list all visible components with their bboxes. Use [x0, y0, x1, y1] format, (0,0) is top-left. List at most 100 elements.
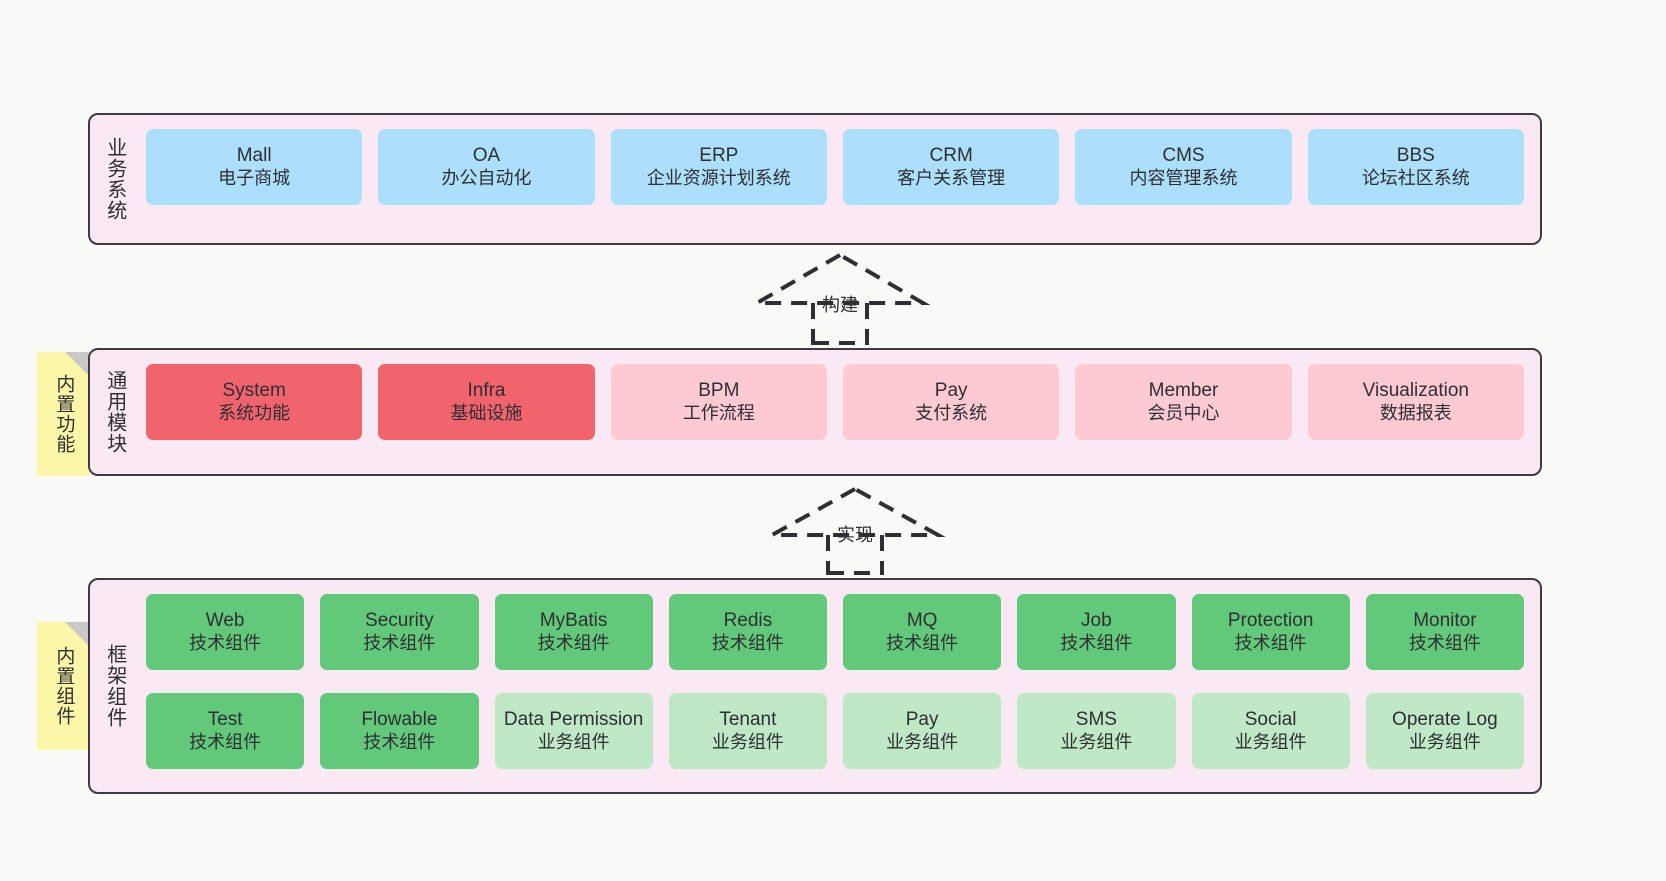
connector-build-label: 构建 — [822, 295, 858, 315]
node-subtitle: 技术组件 — [189, 632, 262, 653]
node-job[interactable]: Job 技术组件 — [1017, 594, 1176, 670]
sticky-note-label: 内置组件 — [53, 646, 75, 726]
node-subtitle: 基础设施 — [450, 402, 523, 423]
node-subtitle: 论坛社区系统 — [1361, 167, 1470, 188]
node-subtitle: 技术组件 — [363, 632, 436, 653]
node-title: Test — [207, 709, 243, 731]
node-subtitle: 系统功能 — [218, 402, 291, 423]
node-title: Infra — [467, 380, 506, 402]
layer-business-system: 业务系统 Mall 电子商城 OA 办公自动化 ERP 企业资源计划系统 CRM… — [88, 113, 1542, 245]
node-title: Mall — [236, 145, 272, 167]
node-mq[interactable]: MQ 技术组件 — [843, 594, 1002, 670]
sticky-note-builtin-component: 内置组件 — [37, 622, 89, 750]
node-bbs[interactable]: BBS 论坛社区系统 — [1307, 129, 1524, 205]
layer-business-caption: 业务系统 — [103, 137, 126, 221]
sticky-note-label: 内置功能 — [53, 374, 75, 454]
node-subtitle: 数据报表 — [1379, 402, 1452, 423]
node-title: CRM — [929, 145, 973, 167]
node-flowable[interactable]: Flowable 技术组件 — [320, 693, 479, 769]
node-subtitle: 客户关系管理 — [897, 167, 1006, 188]
connector-implement-label: 实现 — [837, 525, 873, 545]
layer-framework-caption: 框架组件 — [103, 644, 126, 728]
node-title: MQ — [906, 610, 938, 632]
common-node-grid: System 系统功能 Infra 基础设施 BPM 工作流程 Pay 支付系统… — [138, 350, 1540, 474]
sticky-note-builtin-function: 内置功能 — [37, 352, 89, 476]
node-protection[interactable]: Protection 技术组件 — [1191, 594, 1350, 670]
node-data-permission[interactable]: Data Permission 业务组件 — [494, 693, 653, 769]
node-cms[interactable]: CMS 内容管理系统 — [1075, 129, 1292, 205]
node-subtitle: 技术组件 — [711, 632, 784, 653]
node-subtitle: 技术组件 — [189, 731, 262, 752]
node-tenant[interactable]: Tenant 业务组件 — [668, 693, 827, 769]
node-title: CMS — [1162, 145, 1205, 167]
node-subtitle: 业务组件 — [711, 731, 784, 752]
node-title: Visualization — [1362, 380, 1469, 402]
node-web[interactable]: Web 技术组件 — [146, 594, 305, 670]
node-subtitle: 内容管理系统 — [1129, 167, 1238, 188]
node-title: SMS — [1075, 709, 1117, 731]
business-node-grid: Mall 电子商城 OA 办公自动化 ERP 企业资源计划系统 CRM 客户关系… — [138, 115, 1540, 243]
node-title: Job — [1081, 610, 1112, 632]
node-title: BBS — [1396, 145, 1435, 167]
node-erp[interactable]: ERP 企业资源计划系统 — [610, 129, 827, 205]
node-subtitle: 办公自动化 — [441, 167, 532, 188]
connector-build-arrow: 构建 — [747, 252, 933, 345]
node-subtitle: 业务组件 — [1234, 731, 1307, 752]
node-subtitle: 技术组件 — [1408, 632, 1481, 653]
layer-common-caption: 通用模块 — [103, 370, 126, 454]
node-security[interactable]: Security 技术组件 — [320, 594, 479, 670]
node-member[interactable]: Member 会员中心 — [1075, 364, 1292, 440]
node-subtitle: 技术组件 — [537, 632, 610, 653]
node-title: Pay — [934, 380, 968, 402]
node-title: Monitor — [1413, 610, 1477, 632]
node-title: Social — [1244, 709, 1297, 731]
node-subtitle: 业务组件 — [1408, 731, 1481, 752]
node-subtitle: 业务组件 — [1060, 731, 1133, 752]
node-subtitle: 技术组件 — [886, 632, 959, 653]
node-oa[interactable]: OA 办公自动化 — [378, 129, 595, 205]
node-pay-module[interactable]: Pay 支付系统 — [842, 364, 1060, 440]
node-visualization[interactable]: Visualization 数据报表 — [1307, 364, 1524, 440]
node-subtitle: 企业资源计划系统 — [646, 167, 791, 188]
node-title: Member — [1148, 380, 1219, 402]
layer-common-module: 通用模块 System 系统功能 Infra 基础设施 BPM 工作流程 Pay… — [88, 348, 1542, 476]
node-mall[interactable]: Mall 电子商城 — [146, 129, 363, 205]
node-bpm[interactable]: BPM 工作流程 — [610, 364, 827, 440]
node-title: Operate Log — [1392, 709, 1498, 731]
node-sms[interactable]: SMS 业务组件 — [1017, 693, 1176, 769]
node-test[interactable]: Test 技术组件 — [146, 693, 305, 769]
node-subtitle: 业务组件 — [537, 731, 610, 752]
node-subtitle: 电子商城 — [218, 167, 291, 188]
node-title: Protection — [1227, 610, 1314, 632]
node-infra[interactable]: Infra 基础设施 — [378, 364, 595, 440]
node-title: Web — [205, 610, 245, 632]
node-title: Redis — [723, 610, 773, 632]
node-operate-log[interactable]: Operate Log 业务组件 — [1365, 693, 1524, 769]
node-subtitle: 会员中心 — [1147, 402, 1220, 423]
node-title: MyBatis — [539, 610, 608, 632]
node-system[interactable]: System 系统功能 — [146, 364, 363, 440]
node-subtitle: 技术组件 — [363, 731, 436, 752]
node-title: Pay — [905, 709, 939, 731]
framework-node-grid: Web 技术组件 Security 技术组件 MyBatis 技术组件 Redi… — [138, 580, 1540, 792]
connector-implement-arrow: 实现 — [762, 486, 948, 575]
node-subtitle: 支付系统 — [915, 402, 988, 423]
node-monitor[interactable]: Monitor 技术组件 — [1365, 594, 1524, 670]
node-title: Security — [365, 610, 434, 632]
node-title: Flowable — [361, 709, 438, 731]
node-subtitle: 技术组件 — [1234, 632, 1307, 653]
node-crm[interactable]: CRM 客户关系管理 — [842, 129, 1060, 205]
node-redis[interactable]: Redis 技术组件 — [668, 594, 827, 670]
node-title: OA — [472, 145, 501, 167]
node-title: Data Permission — [503, 709, 644, 731]
node-subtitle: 业务组件 — [886, 731, 959, 752]
node-mybatis[interactable]: MyBatis 技术组件 — [494, 594, 653, 670]
layer-framework-component: 框架组件 Web 技术组件 Security 技术组件 MyBatis 技术组件… — [88, 578, 1542, 794]
node-pay-component[interactable]: Pay 业务组件 — [843, 693, 1002, 769]
node-title: ERP — [699, 145, 739, 167]
node-subtitle: 技术组件 — [1060, 632, 1133, 653]
node-title: BPM — [698, 380, 740, 402]
node-social[interactable]: Social 业务组件 — [1191, 693, 1350, 769]
node-title: Tenant — [719, 709, 777, 731]
